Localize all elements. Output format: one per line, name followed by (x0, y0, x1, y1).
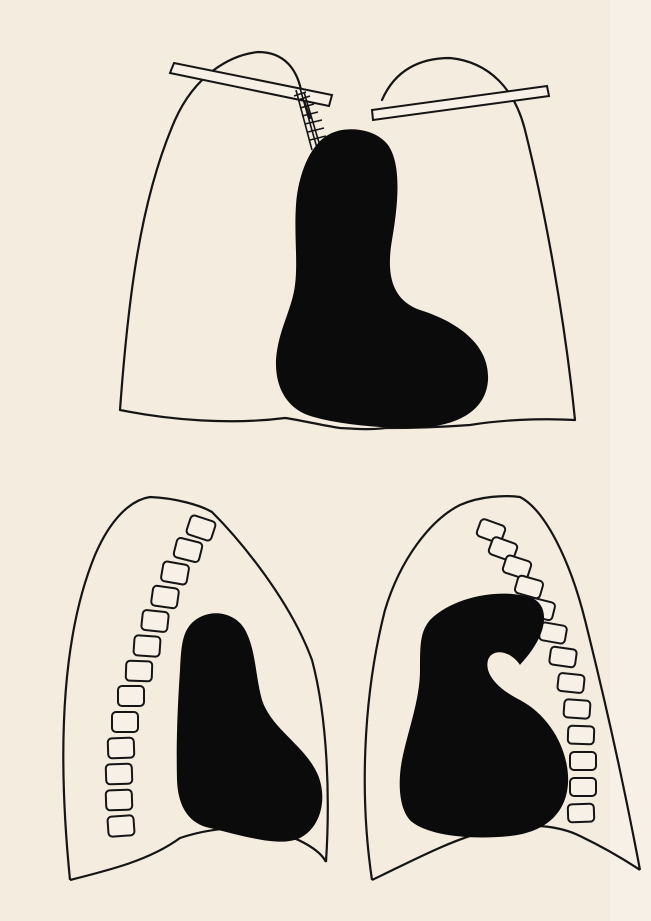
paper-edge (610, 0, 651, 921)
